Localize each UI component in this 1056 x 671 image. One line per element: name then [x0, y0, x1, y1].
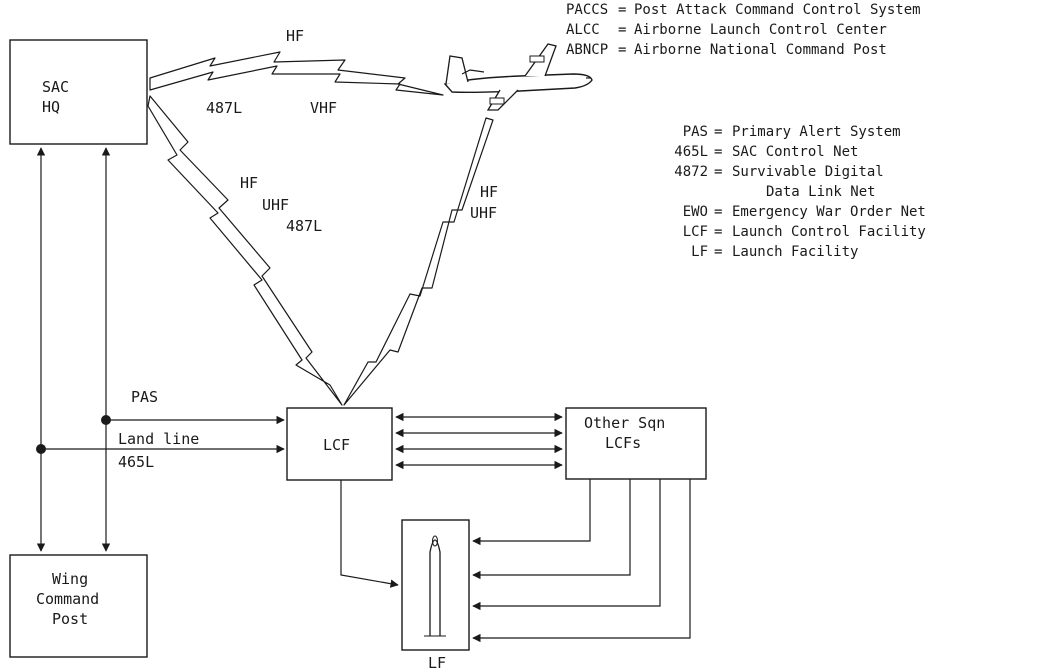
link-label-hf-top: HF	[286, 27, 304, 45]
legend-abbr-465l: 465L	[674, 144, 708, 160]
link-label-hf-right: HF	[480, 183, 498, 201]
lcf-node: LCF	[286, 407, 393, 481]
legend-abbr-ewo: EWO	[683, 204, 708, 220]
sac-hq-node: SAC HQ	[9, 39, 148, 145]
legend-abbr-pas: PAS	[683, 124, 708, 140]
legend-def-pas: Primary Alert System	[732, 124, 901, 140]
wing-label-line2: Command	[36, 590, 99, 608]
legend-def-abncp: Airborne National Command Post	[634, 42, 887, 58]
link-label-pas: PAS	[131, 388, 158, 406]
legend-abbr-abncp: ABNCP	[566, 42, 608, 58]
link-label-land-line: Land line	[118, 430, 199, 448]
legend-eq: =	[714, 124, 722, 140]
link-label-487l-left: 487L	[286, 217, 322, 235]
sac-hq-label-line2: HQ	[42, 98, 60, 116]
airplane-icon	[443, 43, 593, 111]
legend-eq: =	[714, 244, 722, 260]
legend-bottom: PAS = Primary Alert System 465L = SAC Co…	[674, 124, 926, 260]
legend-def-lcf: Launch Control Facility	[732, 224, 926, 240]
legend-abbr-lcf: LCF	[683, 224, 708, 240]
legend-top: PACCS = Post Attack Command Control Syst…	[566, 2, 921, 58]
link-label-487l-top: 487L	[206, 99, 242, 117]
radio-link-sac-to-aircraft	[149, 51, 444, 96]
wing-label-line3: Post	[52, 610, 88, 628]
legend-eq: =	[618, 22, 626, 38]
legend-eq: =	[714, 144, 722, 160]
legend-abbr-paccs: PACCS	[566, 2, 608, 18]
legend-def-paccs: Post Attack Command Control System	[634, 2, 921, 18]
legend-def-4872-cont: Data Link Net	[766, 184, 876, 200]
lf-label: LF	[428, 654, 446, 671]
other-lcfs-label-line1: Other Sqn	[584, 414, 665, 432]
legend-eq: =	[714, 204, 722, 220]
link-label-uhf-right: UHF	[470, 204, 497, 222]
legend-abbr-alcc: ALCC	[566, 22, 600, 38]
other-sqn-lcfs-node: Other Sqn LCFs	[565, 407, 707, 480]
wing-command-post-node: Wing Command Post	[9, 554, 148, 658]
junction-dot	[36, 444, 46, 454]
legend-abbr-lf: LF	[691, 244, 708, 260]
missile-icon	[424, 535, 446, 637]
radio-link-sac-to-lcf	[147, 95, 343, 406]
wire-links	[36, 147, 691, 643]
wing-label-line1: Wing	[52, 570, 88, 588]
legend-def-465l: SAC Control Net	[732, 144, 858, 160]
legend-abbr-4872: 4872	[674, 164, 708, 180]
legend-def-alcc: Airborne Launch Control Center	[634, 22, 887, 38]
legend-eq: =	[714, 224, 722, 240]
link-label-uhf-left: UHF	[262, 196, 289, 214]
legend-def-4872: Survivable Digital	[732, 164, 884, 180]
lf-node: LF	[401, 519, 470, 671]
legend-eq: =	[714, 164, 722, 180]
legend-eq: =	[618, 42, 626, 58]
legend-eq: =	[618, 2, 626, 18]
legend-def-ewo: Emergency War Order Net	[732, 204, 926, 220]
link-label-465l: 465L	[118, 453, 154, 471]
sac-hq-label-line1: SAC	[42, 78, 69, 96]
junction-dot	[101, 415, 111, 425]
lcf-label: LCF	[323, 436, 350, 454]
link-label-vhf: VHF	[310, 99, 337, 117]
radio-link-aircraft-to-lcf	[343, 117, 494, 406]
link-label-hf-left: HF	[240, 174, 258, 192]
other-lcfs-label-line2: LCFs	[605, 434, 641, 452]
legend-def-lf: Launch Facility	[732, 244, 858, 260]
